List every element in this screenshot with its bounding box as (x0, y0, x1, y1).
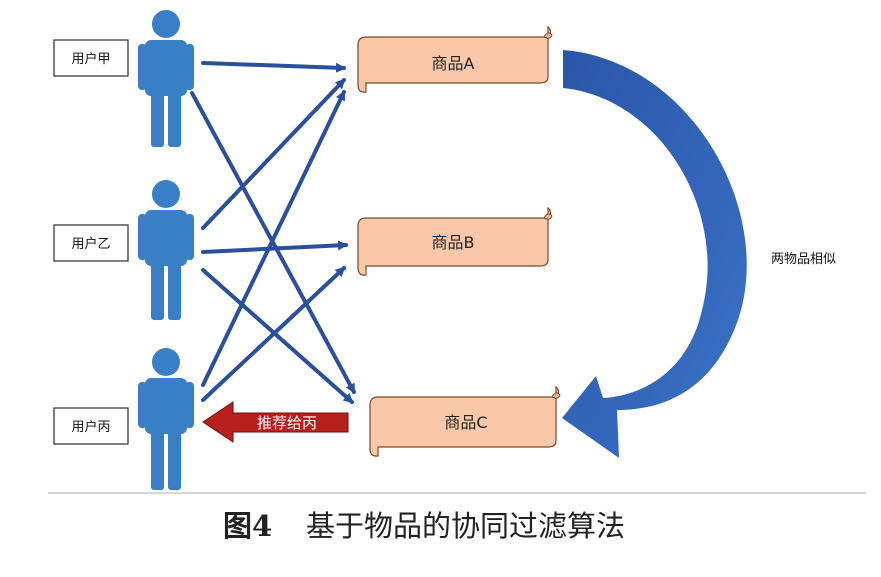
user-bing: 用户丙 (53, 348, 194, 490)
recommend-label: 推荐给丙 (257, 414, 317, 432)
item-c: 商品C (369, 385, 561, 457)
person-icon (138, 180, 194, 320)
user-label-box (53, 224, 129, 262)
edge-yi-to-a (201, 78, 346, 230)
similarity-label: 两物品相似 (771, 252, 836, 267)
edge-jia-to-a (201, 61, 346, 73)
scroll-shape (369, 385, 560, 457)
edge-yi-to-b (201, 240, 348, 254)
user-label-box (53, 39, 129, 77)
edge-yi-to-c (201, 268, 354, 404)
item-a: 商品A (357, 25, 553, 93)
figure-title: 基于物品的协同过滤算法 (306, 509, 625, 543)
scroll-shape (357, 25, 552, 93)
scroll-shape (357, 206, 552, 276)
recommend-arrow-shape (202, 401, 349, 443)
similarity-arrow (562, 50, 747, 458)
scroll-curl (543, 213, 553, 220)
user-label: 用户甲 (71, 51, 110, 67)
item-label: 商品B (432, 233, 475, 252)
person-icon (138, 10, 194, 147)
interaction-edges (190, 61, 356, 404)
item-label: 商品C (444, 413, 487, 432)
item-label: 商品A (432, 54, 475, 73)
figure-number: 图4 (223, 509, 272, 543)
edge-bing-to-b (201, 266, 346, 402)
person-icon (138, 348, 194, 490)
user-yi: 用户乙 (53, 180, 194, 320)
user-label: 用户乙 (71, 236, 110, 252)
user-label-box (53, 407, 129, 445)
figure-caption: 图4 基于物品的协同过滤算法 (223, 509, 625, 543)
edge-bing-to-a (201, 90, 346, 387)
item-b: 商品B (357, 206, 553, 276)
scroll-curl (543, 32, 553, 39)
scroll-curl (551, 392, 561, 399)
user-jia: 用户甲 (53, 10, 194, 147)
user-label: 用户丙 (71, 419, 110, 435)
recommend-arrow: 推荐给丙 (202, 401, 349, 443)
